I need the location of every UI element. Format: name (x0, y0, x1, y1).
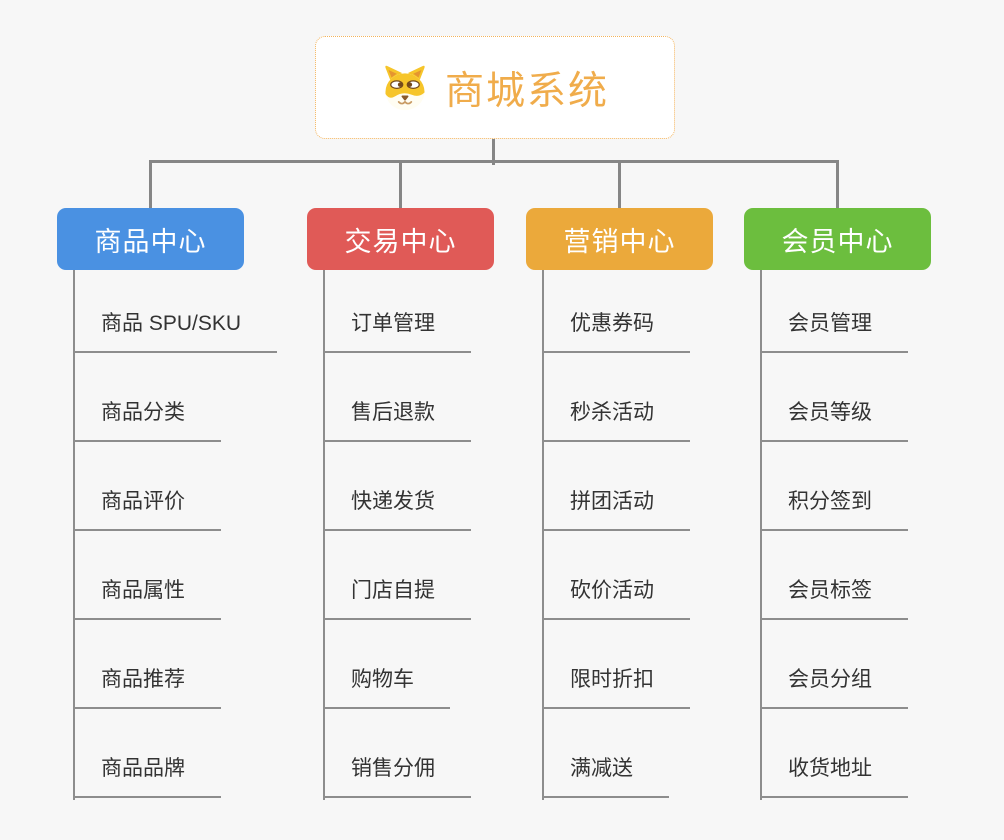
leaf-node[interactable]: 限时折扣 (542, 665, 690, 709)
connector-drop-trade (399, 160, 402, 208)
leaf-node[interactable]: 售后退款 (323, 398, 471, 442)
leaf-node[interactable]: 会员等级 (760, 398, 908, 442)
root-node[interactable]: 商城系统 (315, 36, 675, 139)
root-title: 商城系统 (444, 69, 609, 113)
leaf-node[interactable]: 砍价活动 (542, 576, 690, 620)
leaf-node[interactable]: 拼团活动 (542, 487, 690, 531)
branch-rail (323, 270, 325, 800)
leaf-node[interactable]: 商品 SPU/SKU (73, 309, 278, 353)
leaf-node[interactable]: 收货地址 (760, 754, 908, 798)
leaf-node[interactable]: 商品品牌 (73, 754, 221, 798)
connector-drop-marketing (618, 160, 621, 208)
branch-product-center: 商品中心 商品 SPU/SKU 商品分类 商品评价 商品属性 商品推荐 商品品牌 (57, 208, 278, 800)
connector-drop-product (149, 160, 152, 208)
leaf-node[interactable]: 秒杀活动 (542, 398, 690, 442)
branch-rail (760, 270, 762, 800)
doge-face-icon (381, 64, 429, 112)
leaf-node[interactable]: 商品评价 (73, 487, 221, 531)
leaf-node[interactable]: 积分签到 (760, 487, 908, 531)
branch-member-center: 会员中心 会员管理 会员等级 积分签到 会员标签 会员分组 收货地址 (744, 208, 931, 800)
branch-node-marketing-center[interactable]: 营销中心 (526, 208, 713, 270)
branch-marketing-center: 营销中心 优惠券码 秒杀活动 拼团活动 砍价活动 限时折扣 满减送 (526, 208, 713, 800)
leaf-node[interactable]: 优惠券码 (542, 309, 690, 353)
leaf-node[interactable]: 商品推荐 (73, 665, 221, 709)
connector-root-stem (492, 139, 495, 165)
branch-node-trade-center[interactable]: 交易中心 (307, 208, 494, 270)
branch-rail (73, 270, 75, 800)
connector-drop-member (836, 160, 839, 208)
leaf-node[interactable]: 会员管理 (760, 309, 908, 353)
leaf-node[interactable]: 会员分组 (760, 665, 908, 709)
leaf-node[interactable]: 销售分佣 (323, 754, 471, 798)
branch-rail (542, 270, 544, 800)
leaf-node[interactable]: 商品属性 (73, 576, 221, 620)
leaf-node[interactable]: 商品分类 (73, 398, 221, 442)
leaf-node[interactable]: 会员标签 (760, 576, 908, 620)
leaf-node[interactable]: 订单管理 (323, 309, 471, 353)
leaf-node[interactable]: 满减送 (542, 754, 669, 798)
branch-trade-center: 交易中心 订单管理 售后退款 快递发货 门店自提 购物车 销售分佣 (307, 208, 494, 800)
branch-node-member-center[interactable]: 会员中心 (744, 208, 931, 270)
connector-horizontal-bar (149, 160, 839, 163)
leaf-node[interactable]: 快递发货 (323, 487, 471, 531)
leaf-node[interactable]: 门店自提 (323, 576, 471, 620)
leaf-node[interactable]: 购物车 (323, 665, 450, 709)
branch-node-product-center[interactable]: 商品中心 (57, 208, 244, 270)
